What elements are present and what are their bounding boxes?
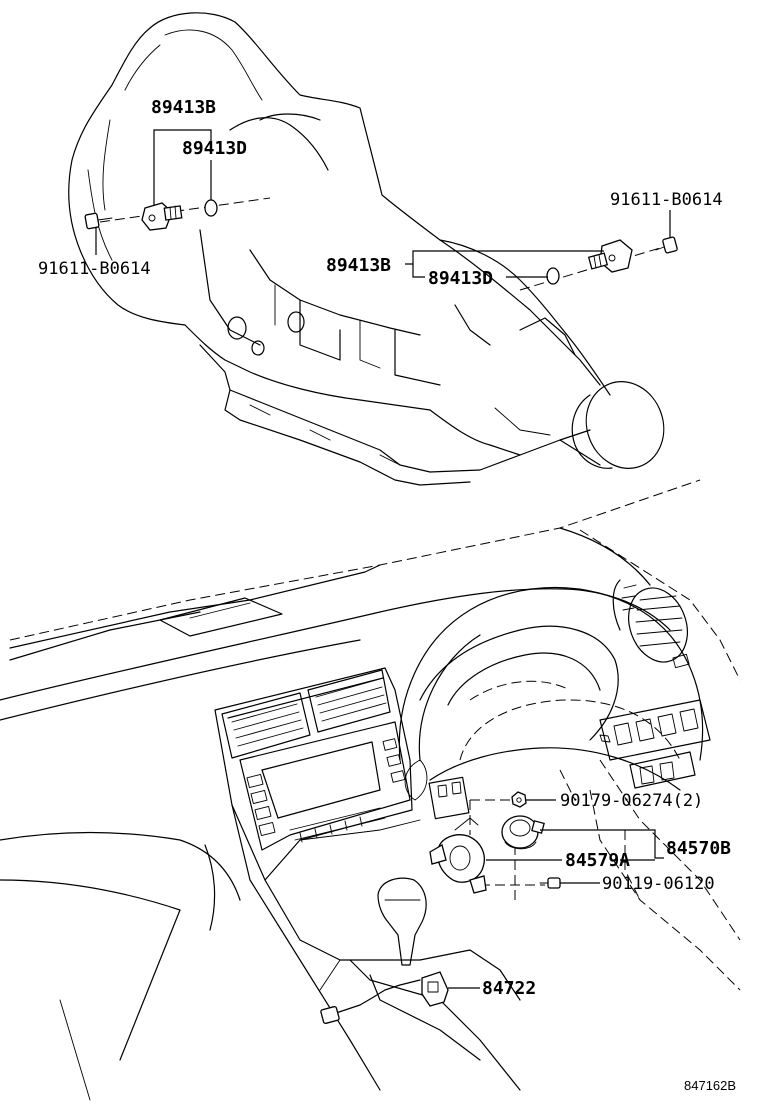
left-bolt-part xyxy=(84,212,113,230)
left-speed-sensor-group xyxy=(84,197,271,231)
label-89413d-left: 89413D xyxy=(182,138,247,159)
label-90119: 90119-06120 xyxy=(602,874,715,894)
left-sensor-part xyxy=(141,202,183,231)
label-91611-left: 91611-B0614 xyxy=(38,259,151,279)
right-speed-sensor-group xyxy=(519,236,678,291)
label-89413d-right: 89413D xyxy=(428,268,493,289)
label-89413b-left: 89413B xyxy=(151,97,216,118)
right-sensor-part xyxy=(587,239,633,273)
ignition-switch-group xyxy=(429,791,641,901)
dashboard-interior xyxy=(0,479,741,1101)
screw-part xyxy=(539,877,561,889)
nut-part xyxy=(511,791,527,808)
label-91611-right: 91611-B0614 xyxy=(610,190,723,210)
switch-body-part xyxy=(501,815,545,850)
bracket-part xyxy=(429,817,487,894)
left-oring-part xyxy=(204,199,218,217)
right-bolt-part xyxy=(655,236,678,254)
center-vents xyxy=(221,669,391,759)
label-84579a: 84579A xyxy=(565,850,630,871)
transmission-housing xyxy=(68,12,665,486)
label-84570b: 84570B xyxy=(666,838,731,859)
diagram-reference: 847162B xyxy=(684,1078,736,1093)
label-89413b-right: 89413B xyxy=(326,255,391,276)
part-labels: 89413B 89413D 91611-B0614 91611-B0614 89… xyxy=(38,97,736,1093)
dashboard-leaders xyxy=(448,799,664,989)
right-oring-part xyxy=(546,267,560,285)
label-84722: 84722 xyxy=(482,978,536,999)
transmission-leaders xyxy=(95,129,671,278)
shift-switch-part xyxy=(421,971,449,1007)
label-90179: 90179-06274(2) xyxy=(560,791,703,811)
